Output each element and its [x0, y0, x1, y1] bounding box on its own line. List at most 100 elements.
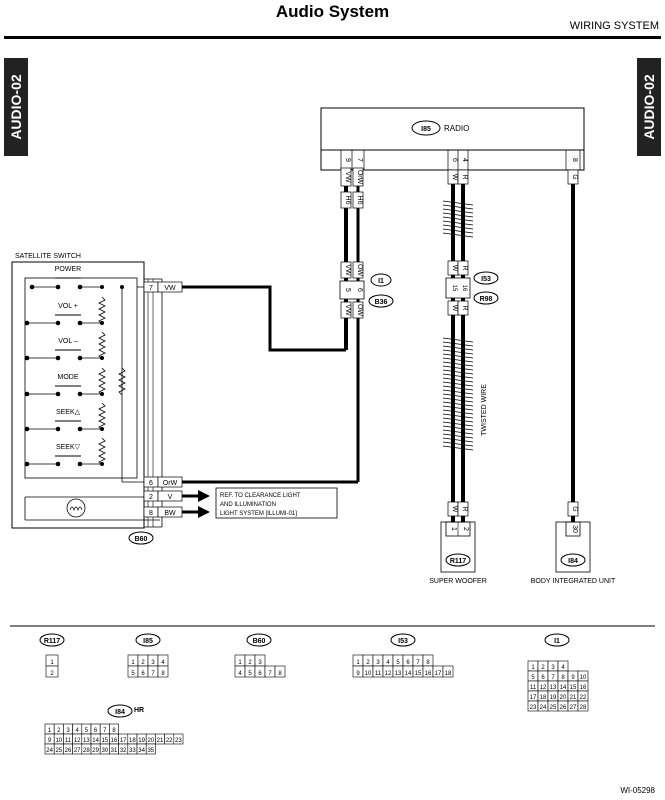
- switch-button-mode: MODE: [24, 374, 104, 397]
- woofer-pin: 1: [450, 527, 457, 531]
- pin-label: 13: [395, 671, 402, 677]
- pin-label: 18: [129, 738, 136, 744]
- radio-pin: 9: [344, 158, 351, 162]
- switch-button-vol-up: VOL +: [24, 303, 104, 326]
- pin-label: 7: [268, 671, 272, 677]
- switch-pin: 7: [149, 285, 153, 292]
- pin-label: 14: [405, 671, 412, 677]
- wire-labels-right: G G: [567, 169, 579, 517]
- junction-pin: 5: [344, 288, 351, 292]
- pin-label: 7: [103, 728, 107, 734]
- wire-label: H6: [344, 196, 351, 205]
- pin-label: 6: [94, 728, 98, 734]
- wire-label: OW: [356, 304, 363, 316]
- connector-callouts: I1 B36 I53 R98: [368, 271, 499, 308]
- face-i53-callout-shape: [390, 633, 416, 647]
- b36-callout: B36: [375, 299, 388, 306]
- face-i84-callout-shape: [107, 704, 133, 718]
- pin-label: 11: [375, 671, 382, 677]
- pin-label: 1: [531, 665, 535, 671]
- pin-label: 34: [138, 748, 145, 754]
- pin-cell: [45, 665, 59, 678]
- pin-label: 3: [151, 660, 155, 666]
- pin-label: 17: [120, 738, 127, 744]
- switch-button-label: MODE: [58, 374, 79, 381]
- wire-label: VW: [164, 285, 176, 292]
- pin-label: 5: [85, 728, 89, 734]
- switch-button-vol-down: VOL –: [24, 338, 104, 361]
- pin-label: 12: [540, 685, 547, 691]
- wire-label: W: [451, 305, 458, 312]
- pin-label: 10: [580, 675, 587, 681]
- pin-label: 15: [415, 671, 422, 677]
- radio-connector-id: I85: [421, 126, 431, 133]
- pin-label: 6: [141, 671, 145, 677]
- pin-cell: [145, 743, 156, 755]
- switch-pin: 2: [149, 494, 153, 501]
- satellite-switch-pins: 7 VW 6 OrW 2 V 8 BW: [143, 281, 183, 518]
- switch-pin: 8: [149, 510, 153, 517]
- pin-label: 5: [531, 675, 535, 681]
- i1-callout: I1: [378, 278, 384, 285]
- switch-button-label: SEEK△: [56, 409, 81, 416]
- radio-pin: 7: [356, 158, 363, 162]
- pin-label: 6: [541, 675, 545, 681]
- switch-button-seek-down: SEEK▽: [24, 444, 104, 467]
- pin-label: 9: [48, 738, 52, 744]
- wire-label: G: [571, 506, 578, 511]
- switch-button-label: VOL –: [58, 338, 78, 345]
- face-i1-callout: I1: [554, 638, 560, 645]
- wire-label: R: [461, 506, 468, 511]
- wire-label: G: [571, 174, 578, 179]
- switch-button-label: POWER: [55, 266, 81, 273]
- pin-label: 1: [238, 660, 242, 666]
- reference-note-line: LIGHT SYSTEM [ILLUMI-01]: [220, 511, 297, 517]
- pin-label: 32: [120, 748, 127, 754]
- pin-label: 18: [540, 695, 547, 701]
- pin-label: 10: [365, 671, 372, 677]
- face-r117-callout-shape: [39, 633, 65, 647]
- pin-label: 2: [541, 665, 545, 671]
- pin-label: 23: [175, 738, 182, 744]
- face-b60-callout-shape: [246, 633, 272, 647]
- pin-label: 15: [101, 738, 108, 744]
- pin-label: 8: [426, 660, 430, 666]
- super-woofer-label: SUPER WOOFER: [429, 578, 487, 585]
- pin-label: 26: [65, 748, 72, 754]
- wire-paths: [182, 170, 575, 522]
- pin-label: 2: [141, 660, 145, 666]
- pin-label: 11: [530, 685, 537, 691]
- wire-label: R: [461, 265, 468, 270]
- pin-label: 25: [550, 705, 557, 711]
- junction-pin: 6: [356, 288, 363, 292]
- radio-pin: 4: [461, 158, 468, 162]
- pin-label: 23: [530, 705, 537, 711]
- wire-label: VW: [344, 304, 351, 316]
- pin-label: 4: [561, 665, 565, 671]
- switch-button-seek-up: SEEK△: [24, 409, 104, 432]
- pin-label: 8: [112, 728, 116, 734]
- pin-cell: [577, 700, 589, 712]
- figure-code: WI-05298: [620, 786, 655, 795]
- face-i1-callout-shape: [544, 633, 570, 647]
- pin-label: 5: [131, 671, 135, 677]
- body-unit-label: BODY INTEGRATED UNIT: [531, 578, 616, 585]
- woofer-pin: 2: [462, 527, 469, 531]
- pin-label: 20: [147, 738, 154, 744]
- i84-suffix: HR: [134, 707, 144, 714]
- wire-label: OrW: [356, 170, 363, 185]
- pin-label: 12: [74, 738, 81, 744]
- r117-callout: R117: [450, 558, 466, 565]
- i53-callout: I53: [481, 276, 491, 283]
- pin-label: 16: [580, 685, 587, 691]
- wire-labels-middle: W R W R 15 16 W R W R: [445, 169, 471, 517]
- pin-label: 22: [580, 695, 587, 701]
- junction-pin: 15: [451, 285, 457, 292]
- pin-label: 8: [561, 675, 565, 681]
- pin-label: 28: [83, 748, 90, 754]
- radio-label: RADIO: [444, 124, 469, 133]
- face-i85-callout-shape: [135, 633, 161, 647]
